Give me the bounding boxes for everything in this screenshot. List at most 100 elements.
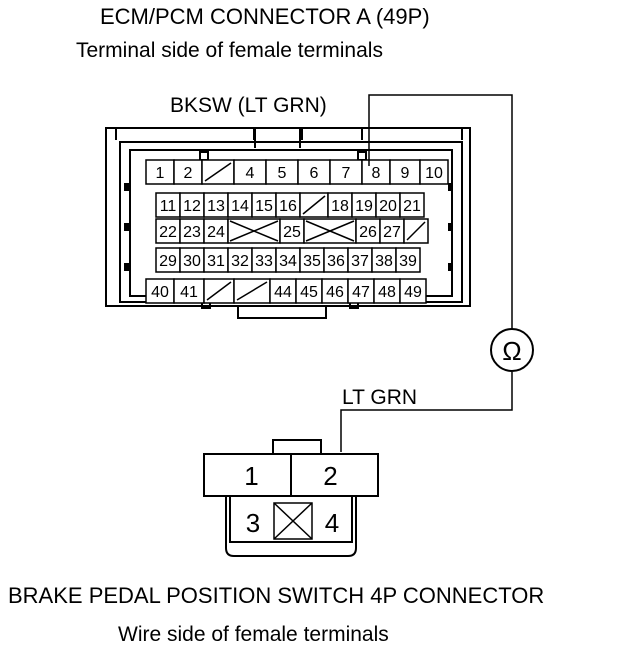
ecm-terminal: 46 <box>321 278 349 304</box>
ecm-terminal: 38 <box>371 247 397 273</box>
switch-terminal-number: 3 <box>246 508 260 538</box>
ohm-symbol: Ω <box>502 336 521 366</box>
ecm-terminal-number: 19 <box>355 198 373 215</box>
ecm-terminal: 39 <box>395 247 421 273</box>
ecm-terminal-number: 39 <box>399 253 417 270</box>
switch-terminal: 4 <box>325 508 339 538</box>
ecm-housing-marks <box>124 183 453 271</box>
ecm-terminal-number: 47 <box>352 284 370 301</box>
ecm-terminal: 25 <box>279 218 305 244</box>
switch-terminal-number: 2 <box>323 461 337 491</box>
ecm-terminal: 40 <box>145 278 175 304</box>
ecm-terminal-number: 13 <box>207 198 225 215</box>
connector-subtitle: Terminal side of female terminals <box>76 39 383 62</box>
blocked-terminal-mark <box>229 220 279 242</box>
ecm-terminal-number: 48 <box>378 284 396 301</box>
ecm-terminal: 24 <box>203 218 229 244</box>
ecm-terminal-number: 44 <box>274 284 292 301</box>
ecm-terminal-number: 40 <box>151 284 169 301</box>
blocked-terminal-mark <box>273 502 313 540</box>
ecm-terminal: 5 <box>265 159 299 185</box>
ecm-terminal-number: 8 <box>372 165 381 182</box>
ecm-terminal: 30 <box>179 247 205 273</box>
ecm-terminal: 27 <box>379 218 405 244</box>
ecm-terminal: 21 <box>399 192 425 218</box>
ecm-terminal <box>303 218 357 244</box>
ecm-terminal-number: 23 <box>183 224 201 241</box>
ecm-terminal-number: 33 <box>255 253 273 270</box>
ecm-terminal: 16 <box>275 192 301 218</box>
ecm-terminal: 14 <box>227 192 253 218</box>
ecm-terminal-number: 12 <box>183 198 201 215</box>
switch-terminal-number: 4 <box>325 508 339 538</box>
connector-title: ECM/PCM CONNECTOR A (49P) <box>100 4 430 29</box>
ecm-terminal-number: 35 <box>303 253 321 270</box>
ecm-terminal <box>299 192 329 218</box>
ecm-terminal-number: 18 <box>331 198 349 215</box>
ecm-terminal: 13 <box>203 192 229 218</box>
ecm-terminal: 2 <box>173 159 203 185</box>
ecm-terminal: 26 <box>355 218 381 244</box>
ecm-terminal-number: 11 <box>160 198 177 215</box>
unused-terminal-mark <box>204 162 232 182</box>
ecm-terminal <box>233 278 271 304</box>
ecm-terminal-number: 36 <box>327 253 345 270</box>
ecm-terminal: 15 <box>251 192 277 218</box>
switch-connector-title: BRAKE PEDAL POSITION SWITCH 4P CONNECTOR <box>8 583 545 608</box>
ecm-terminal-number: 4 <box>246 165 255 182</box>
switch-terminal: 2 <box>323 461 337 491</box>
ecm-terminal-number: 27 <box>383 224 401 241</box>
ecm-terminal-number: 16 <box>279 198 297 215</box>
ecm-terminal: 35 <box>299 247 325 273</box>
ecm-terminal: 18 <box>327 192 353 218</box>
ecm-terminal: 41 <box>173 278 205 304</box>
switch-terminal-number: 1 <box>244 461 258 491</box>
ecm-terminal: 23 <box>179 218 205 244</box>
ecm-terminal <box>203 278 235 304</box>
ecm-terminal-number: 34 <box>279 253 297 270</box>
unused-terminal-mark <box>236 281 268 301</box>
ecm-terminal-number: 21 <box>403 198 421 215</box>
ecm-terminal-number: 38 <box>375 253 393 270</box>
ecm-terminal-number: 41 <box>180 284 198 301</box>
ecm-terminal: 10 <box>419 159 449 185</box>
ecm-terminal-number: 49 <box>404 284 422 301</box>
ecm-terminal-number: 9 <box>401 165 410 182</box>
unused-terminal-mark <box>302 195 326 215</box>
ecm-terminal-number: 22 <box>159 224 177 241</box>
ecm-terminal-number: 2 <box>184 165 193 182</box>
ecm-terminal-number: 1 <box>156 165 165 182</box>
ecm-terminal: 36 <box>323 247 349 273</box>
ecm-terminal-number: 45 <box>300 284 318 301</box>
test-lead-wire <box>340 94 513 452</box>
wire-label-top: BKSW (LT GRN) <box>170 94 327 117</box>
switch-terminal: 3 <box>246 508 260 538</box>
ecm-terminal: 37 <box>347 247 373 273</box>
ecm-terminal <box>403 218 429 244</box>
ecm-terminal: 7 <box>329 159 363 185</box>
ecm-terminal: 11 <box>155 192 181 218</box>
ecm-terminal-number: 10 <box>425 165 443 182</box>
wire-label-bottom: LT GRN <box>342 386 418 409</box>
ecm-terminal: 22 <box>155 218 181 244</box>
unused-terminal-mark <box>406 221 426 241</box>
ecm-terminal <box>201 159 235 185</box>
unused-terminal-mark <box>206 281 232 301</box>
ecm-terminal: 20 <box>375 192 401 218</box>
ecm-terminal: 49 <box>399 278 427 304</box>
ecm-terminal-number: 32 <box>231 253 249 270</box>
ecm-terminal: 1 <box>145 159 175 185</box>
ecm-terminal-number: 30 <box>183 253 201 270</box>
ecm-terminal-number: 26 <box>359 224 377 241</box>
ecm-terminal-number: 15 <box>255 198 273 215</box>
ecm-terminal: 8 <box>361 159 391 185</box>
ecm-terminal: 33 <box>251 247 277 273</box>
ecm-terminal-number: 29 <box>159 253 177 270</box>
ecm-terminal: 19 <box>351 192 377 218</box>
blocked-terminal-mark <box>305 220 355 242</box>
ecm-terminal: 12 <box>179 192 205 218</box>
ecm-terminal-number: 24 <box>207 224 225 241</box>
switch-connector-housing <box>203 439 379 557</box>
ecm-terminal: 9 <box>389 159 421 185</box>
